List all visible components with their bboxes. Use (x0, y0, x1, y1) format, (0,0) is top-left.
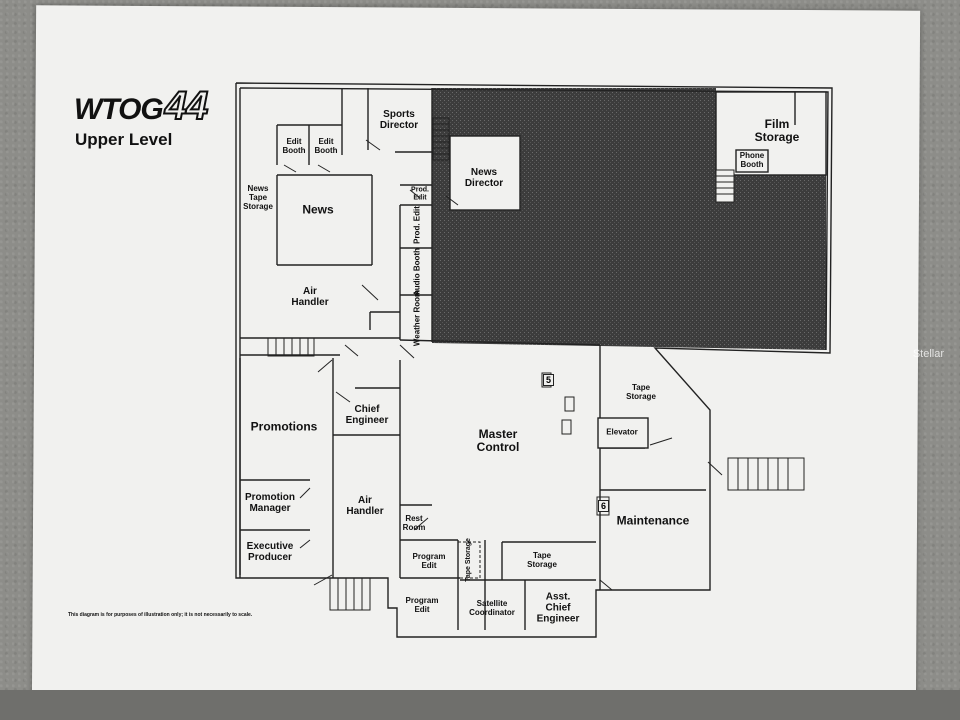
room-weather-room: Weather Room (412, 289, 422, 347)
logo-number: 44 (164, 83, 209, 129)
level-title: Upper Level (75, 130, 173, 149)
watermark-text: Stellar (912, 348, 944, 360)
room-tape-storage-vertical: Tape Storage (465, 538, 473, 582)
room-promotions: Promotions (250, 419, 318, 434)
marker-6: 6 (598, 500, 610, 512)
room-prod-edit: Prod. Edit (412, 206, 422, 244)
marker-5: 5 (543, 374, 555, 386)
room-news: News (302, 202, 334, 217)
disclaimer-note: This diagram is for purposes of illustra… (68, 612, 253, 618)
room-maintenance: Maintenance (616, 513, 690, 528)
room-audio-booth: Audio Booth (412, 248, 422, 296)
room-elevator: Elevator (606, 427, 638, 437)
room-prod-edit-small: Prod.Edit (411, 186, 429, 201)
table-edge (0, 690, 960, 720)
station-logo: WTOG44 (74, 83, 209, 129)
logo-letters: WTOG (74, 93, 164, 126)
dark-area (432, 88, 826, 350)
